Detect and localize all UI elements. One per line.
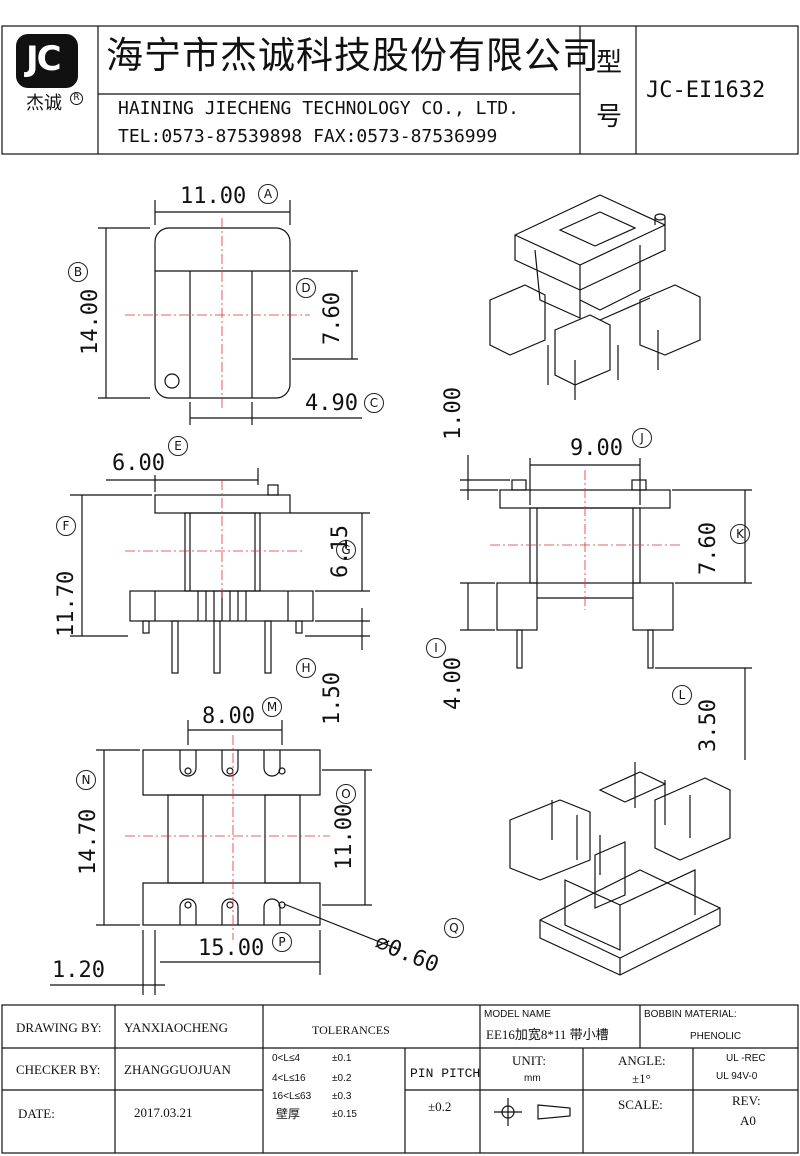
dim-f-value: 11.70	[54, 570, 79, 637]
dim-top-extra-value: 1.00	[441, 387, 466, 440]
dim-e-tag: E	[168, 436, 188, 456]
bobbin-material-value: PHENOLIC	[690, 1031, 742, 1042]
dim-p-tag: P	[272, 932, 292, 952]
dim-k-value: 7.60	[696, 522, 721, 575]
dim-f-tag: F	[56, 516, 76, 536]
company-contact: TEL:0573-87539898 FAX:0573-87536999	[118, 126, 498, 147]
date-label: DATE:	[18, 1106, 55, 1121]
tol-range: 壁厚	[276, 1107, 301, 1121]
drawing-by-label: DRAWING BY:	[16, 1020, 102, 1035]
dim-c-tag: C	[364, 393, 384, 413]
dim-a-tag: A	[258, 184, 278, 204]
tol-value: ±0.15	[332, 1109, 357, 1120]
dim-d-tag: D	[296, 278, 316, 298]
dim-q-tag: Q	[444, 918, 464, 938]
dim-a-value: 11.00	[180, 184, 247, 209]
dim-c-value: 4.90	[305, 391, 358, 416]
dim-m-tag: M	[262, 697, 282, 717]
logo-badge	[16, 34, 78, 88]
dim-b-value: 14.00	[78, 288, 103, 355]
ul-rec: UL -REC	[726, 1053, 766, 1064]
model-label-1: 型	[596, 48, 623, 77]
dim-i-tag: I	[426, 638, 446, 658]
dim-l-value: 3.50	[696, 699, 721, 752]
dim-l-tag: L	[672, 685, 692, 705]
tol-range: 16<L≤63	[272, 1091, 312, 1102]
checker-by-value: ZHANGGUOJUAN	[124, 1062, 231, 1077]
dim-o-value: 11.00	[332, 803, 357, 870]
dim-h-value: 1.50	[320, 672, 345, 725]
dim-b-tag: B	[68, 262, 88, 282]
dim-m-value: 8.00	[202, 704, 255, 729]
checker-by-label: CHECKER BY:	[16, 1062, 101, 1077]
pin-pitch-label: PIN PITCH	[410, 1066, 481, 1081]
dim-n-value: 14.70	[76, 808, 101, 875]
dim-g-tag: G	[336, 540, 356, 560]
dim-p-value: 15.00	[198, 936, 265, 961]
tol-value: ±0.1	[332, 1053, 352, 1064]
tol-value: ±0.2	[332, 1073, 352, 1084]
angle-value: ±1°	[632, 1071, 651, 1086]
model-name-label: MODEL NAME	[484, 1009, 551, 1020]
tol-range: 4<L≤16	[272, 1073, 306, 1084]
rev-value: A0	[740, 1113, 756, 1128]
dim-j-tag: J	[632, 428, 652, 448]
dim-e-value: 6.00	[112, 451, 165, 476]
logo-text: JC	[26, 39, 62, 79]
tolerances-label: TOLERANCES	[312, 1023, 390, 1037]
dim-d-value: 7.60	[320, 292, 345, 345]
logo-subtext: 杰诚	[26, 93, 62, 113]
model-value: JC-EI1632	[646, 78, 766, 103]
dim-o-tag: O	[336, 784, 356, 804]
angle-label: ANGLE:	[618, 1053, 666, 1068]
model-label-2: 号	[596, 102, 623, 131]
ul-94v0: UL 94V-0	[716, 1071, 758, 1082]
tol-range: 0<L≤4	[272, 1053, 301, 1064]
drawing-by-value: YANXIAOCHENG	[124, 1020, 228, 1035]
rev-label: REV:	[732, 1093, 761, 1108]
pin-pitch-value: ±0.2	[428, 1099, 452, 1114]
dim-k-tag: K	[730, 524, 750, 544]
tol-value: ±0.3	[332, 1091, 352, 1102]
dim-h-tag: H	[296, 658, 316, 678]
company-name-cn: 海宁市杰诚科技股份有限公司	[106, 36, 600, 77]
company-logo: JC 杰诚 R	[12, 34, 84, 116]
dim-i-value: 4.00	[441, 657, 466, 710]
dim-pin-offset-value: 1.20	[52, 958, 105, 983]
date-value: 2017.03.21	[134, 1105, 193, 1120]
unit-value: mm	[524, 1073, 541, 1084]
dim-n-tag: N	[76, 770, 96, 790]
scale-label: SCALE:	[618, 1097, 663, 1112]
dim-j-value: 9.00	[570, 436, 623, 461]
registered-mark: R	[70, 92, 83, 105]
unit-label: UNIT:	[512, 1053, 547, 1068]
model-name-value: EE16加宽8*11 带小槽	[486, 1027, 609, 1042]
bobbin-material-label: BOBBIN MATERIAL:	[644, 1009, 737, 1020]
company-name-en: HAINING JIECHENG TECHNOLOGY CO., LTD.	[118, 98, 519, 119]
